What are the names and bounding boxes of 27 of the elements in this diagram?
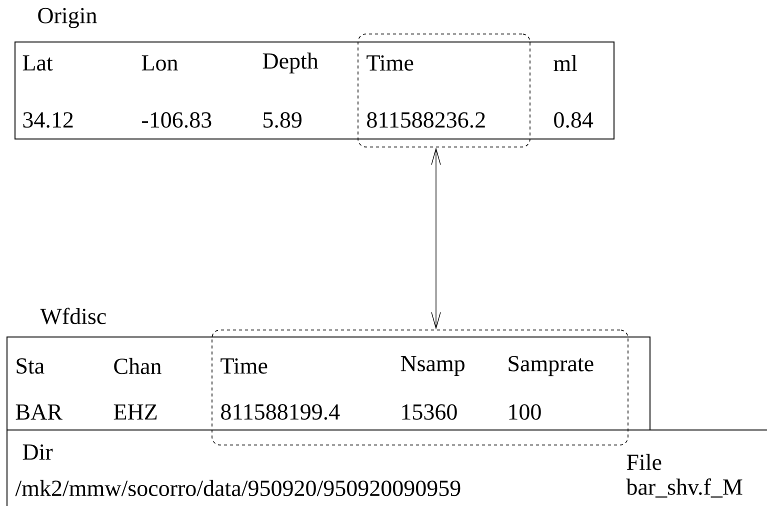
column-header: Lat: [22, 55, 53, 71]
cell-value: 0.84: [554, 112, 594, 128]
cell-value: 100: [509, 404, 541, 420]
column-header: Time: [366, 55, 414, 71]
column-header: Samprate: [508, 356, 594, 376]
column-header: Nsamp: [400, 356, 464, 376]
cell-value: EHZ: [114, 404, 157, 420]
cell-value: 811588199.4: [221, 404, 340, 420]
column-header: Time: [220, 358, 268, 374]
arrow: [431, 147, 441, 330]
table-title: Origin: [38, 8, 97, 28]
cell-value: bar_shv.f_M: [626, 478, 742, 498]
column-header: File: [626, 454, 662, 470]
column-header: Chan: [114, 358, 162, 374]
cell-value: -106.83: [142, 112, 212, 128]
cell-value: /mk2/mmw/socorro/data/950920/950920090959: [15, 480, 460, 496]
column-header: Depth: [262, 52, 318, 74]
cell-value: 15360: [402, 404, 457, 420]
column-header: Sta: [16, 358, 44, 374]
cell-value: 5.89: [264, 112, 302, 128]
cell-value: 811588236.2: [367, 112, 485, 128]
column-header: Lon: [142, 55, 178, 71]
cell-value: 34.12: [23, 112, 73, 128]
column-header: Dir: [22, 444, 53, 460]
column-header: ml: [554, 55, 578, 71]
table-title: Wfdisc: [40, 308, 106, 324]
cell-value: BAR: [16, 404, 62, 420]
